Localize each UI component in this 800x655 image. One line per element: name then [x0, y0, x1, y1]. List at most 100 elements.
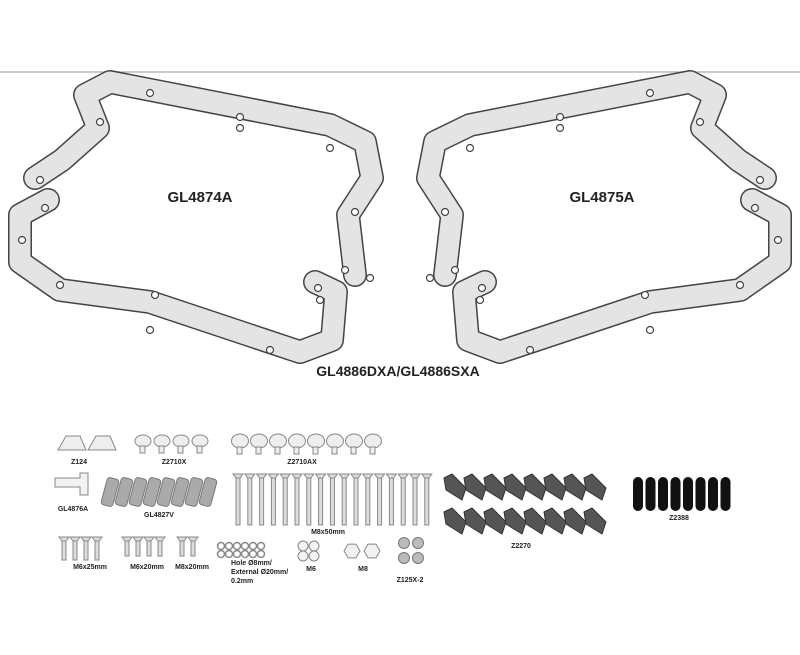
knob-stem-icon	[236, 446, 243, 455]
rubber-block-icon	[463, 507, 487, 535]
rubber-pad-icon	[708, 477, 718, 511]
rubber-pad-icon	[658, 477, 668, 511]
label-z2710ax: Z2710AX	[287, 459, 317, 466]
screw-head-icon	[397, 473, 410, 479]
screw-icon	[94, 540, 100, 561]
plate-icon	[128, 477, 148, 507]
screw-icon	[341, 477, 347, 526]
frame-gl4874a	[23, 70, 384, 287]
rubber-pad-icon	[720, 477, 731, 511]
screw-head-icon	[255, 473, 268, 479]
rubber-block-icon	[563, 507, 587, 535]
knob-stem-icon	[196, 445, 203, 454]
label-washer-3: 0.2mm	[231, 578, 253, 585]
hole	[145, 325, 155, 335]
screw-head-icon	[302, 473, 315, 479]
plate-icon	[198, 477, 218, 507]
hole	[750, 203, 760, 213]
screw-head-icon	[121, 536, 133, 542]
plate-icon	[100, 477, 120, 507]
screw-icon	[179, 540, 185, 557]
label-gl4875a: GL4875A	[569, 189, 634, 206]
screw-icon	[282, 477, 288, 526]
screw-head-icon	[338, 473, 351, 479]
screw-icon	[400, 477, 406, 526]
hole	[265, 345, 275, 355]
washer-icon	[248, 549, 258, 559]
rubber-pad-icon	[683, 477, 693, 511]
hole	[773, 235, 783, 245]
nut-m6-icon	[308, 550, 320, 562]
screw-head-icon	[91, 536, 103, 542]
label-m6x25: M6x25mm	[73, 564, 107, 571]
rubber-block-icon	[443, 473, 467, 501]
washer-icon	[216, 549, 226, 559]
screw-head-icon	[267, 473, 280, 479]
hole	[695, 117, 705, 127]
hole	[475, 295, 485, 305]
hole	[645, 325, 655, 335]
screw-head-icon	[291, 473, 303, 479]
knob-stem-icon	[369, 446, 376, 455]
washer-icon	[240, 549, 250, 559]
screw-head-icon	[420, 473, 433, 479]
knob-stem-icon	[139, 445, 146, 454]
knob-icon	[191, 434, 209, 448]
rubber-block-icon	[583, 473, 607, 501]
knob-stem-icon	[350, 446, 357, 455]
z124-part-icon	[87, 435, 117, 451]
knob-icon	[288, 433, 306, 449]
nut-m8-icon	[363, 543, 381, 559]
screw-head-icon	[187, 536, 199, 542]
frame-holes	[17, 88, 783, 355]
rubber-block-icon	[443, 507, 467, 535]
hole	[755, 175, 765, 185]
label-gl4827v: GL4827V	[144, 512, 174, 519]
rubber-pad-icon	[695, 477, 706, 511]
hole	[450, 265, 460, 275]
plate-icon	[156, 477, 176, 507]
label-z2270: Z2270	[511, 543, 531, 550]
hole	[145, 88, 155, 98]
washer-icon	[224, 541, 234, 551]
washer-icon	[224, 549, 234, 559]
label-gl4874a: GL4874A	[167, 189, 232, 206]
hole	[640, 290, 650, 300]
screw-head-icon	[243, 473, 256, 479]
knob-stem-icon	[293, 446, 300, 455]
screw-icon	[83, 540, 89, 561]
frame-gl4875a	[416, 70, 777, 287]
bushing-icon	[412, 537, 424, 549]
label-z125x2: Z125X-2	[397, 577, 424, 584]
plate-icon	[170, 477, 190, 507]
hole	[17, 235, 27, 245]
knob-icon	[269, 433, 287, 449]
hole	[555, 123, 565, 133]
hole	[95, 117, 105, 127]
hole	[555, 112, 565, 122]
bushing-icon	[412, 552, 424, 564]
washer-icon	[256, 549, 266, 559]
label-washer-1: Hole Ø8mm/	[231, 560, 272, 567]
screw-icon	[365, 477, 371, 526]
hole	[735, 280, 745, 290]
hole	[55, 280, 65, 290]
label-z124: Z124	[71, 459, 87, 466]
screw-head-icon	[232, 473, 244, 479]
screw-head-icon	[314, 473, 327, 479]
screw-icon	[235, 477, 241, 526]
screw-icon	[306, 477, 312, 526]
screw-icon	[259, 477, 265, 526]
knob-stem-icon	[177, 445, 184, 454]
screw-head-icon	[58, 536, 70, 542]
hole	[40, 203, 50, 213]
hole	[150, 290, 160, 300]
hole	[425, 273, 435, 283]
hole	[477, 283, 487, 293]
nut-m6-icon	[297, 540, 309, 552]
nut-m6-icon	[308, 540, 320, 552]
hole	[350, 207, 360, 217]
knob-stem-icon	[255, 446, 262, 455]
